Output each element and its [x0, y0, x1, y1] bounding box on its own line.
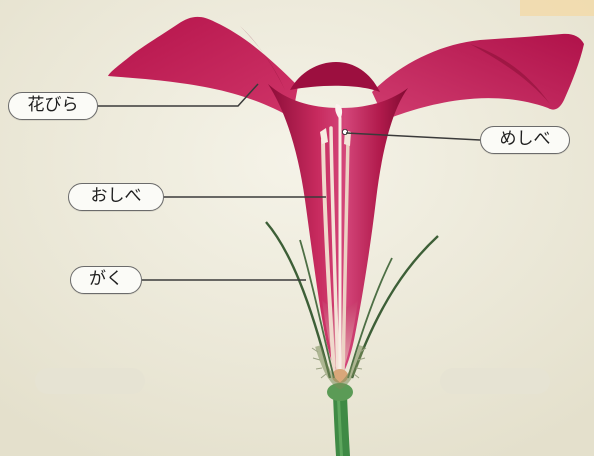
background-shape — [440, 368, 550, 394]
label-petal: 花びら — [8, 92, 98, 120]
pistil-pointer-dot — [342, 129, 347, 134]
background-shape — [35, 368, 145, 394]
label-pistil: めしべ — [480, 126, 570, 154]
label-calyx: がく — [70, 266, 142, 294]
background-shape — [520, 0, 594, 16]
label-stamen: おしべ — [68, 183, 164, 211]
